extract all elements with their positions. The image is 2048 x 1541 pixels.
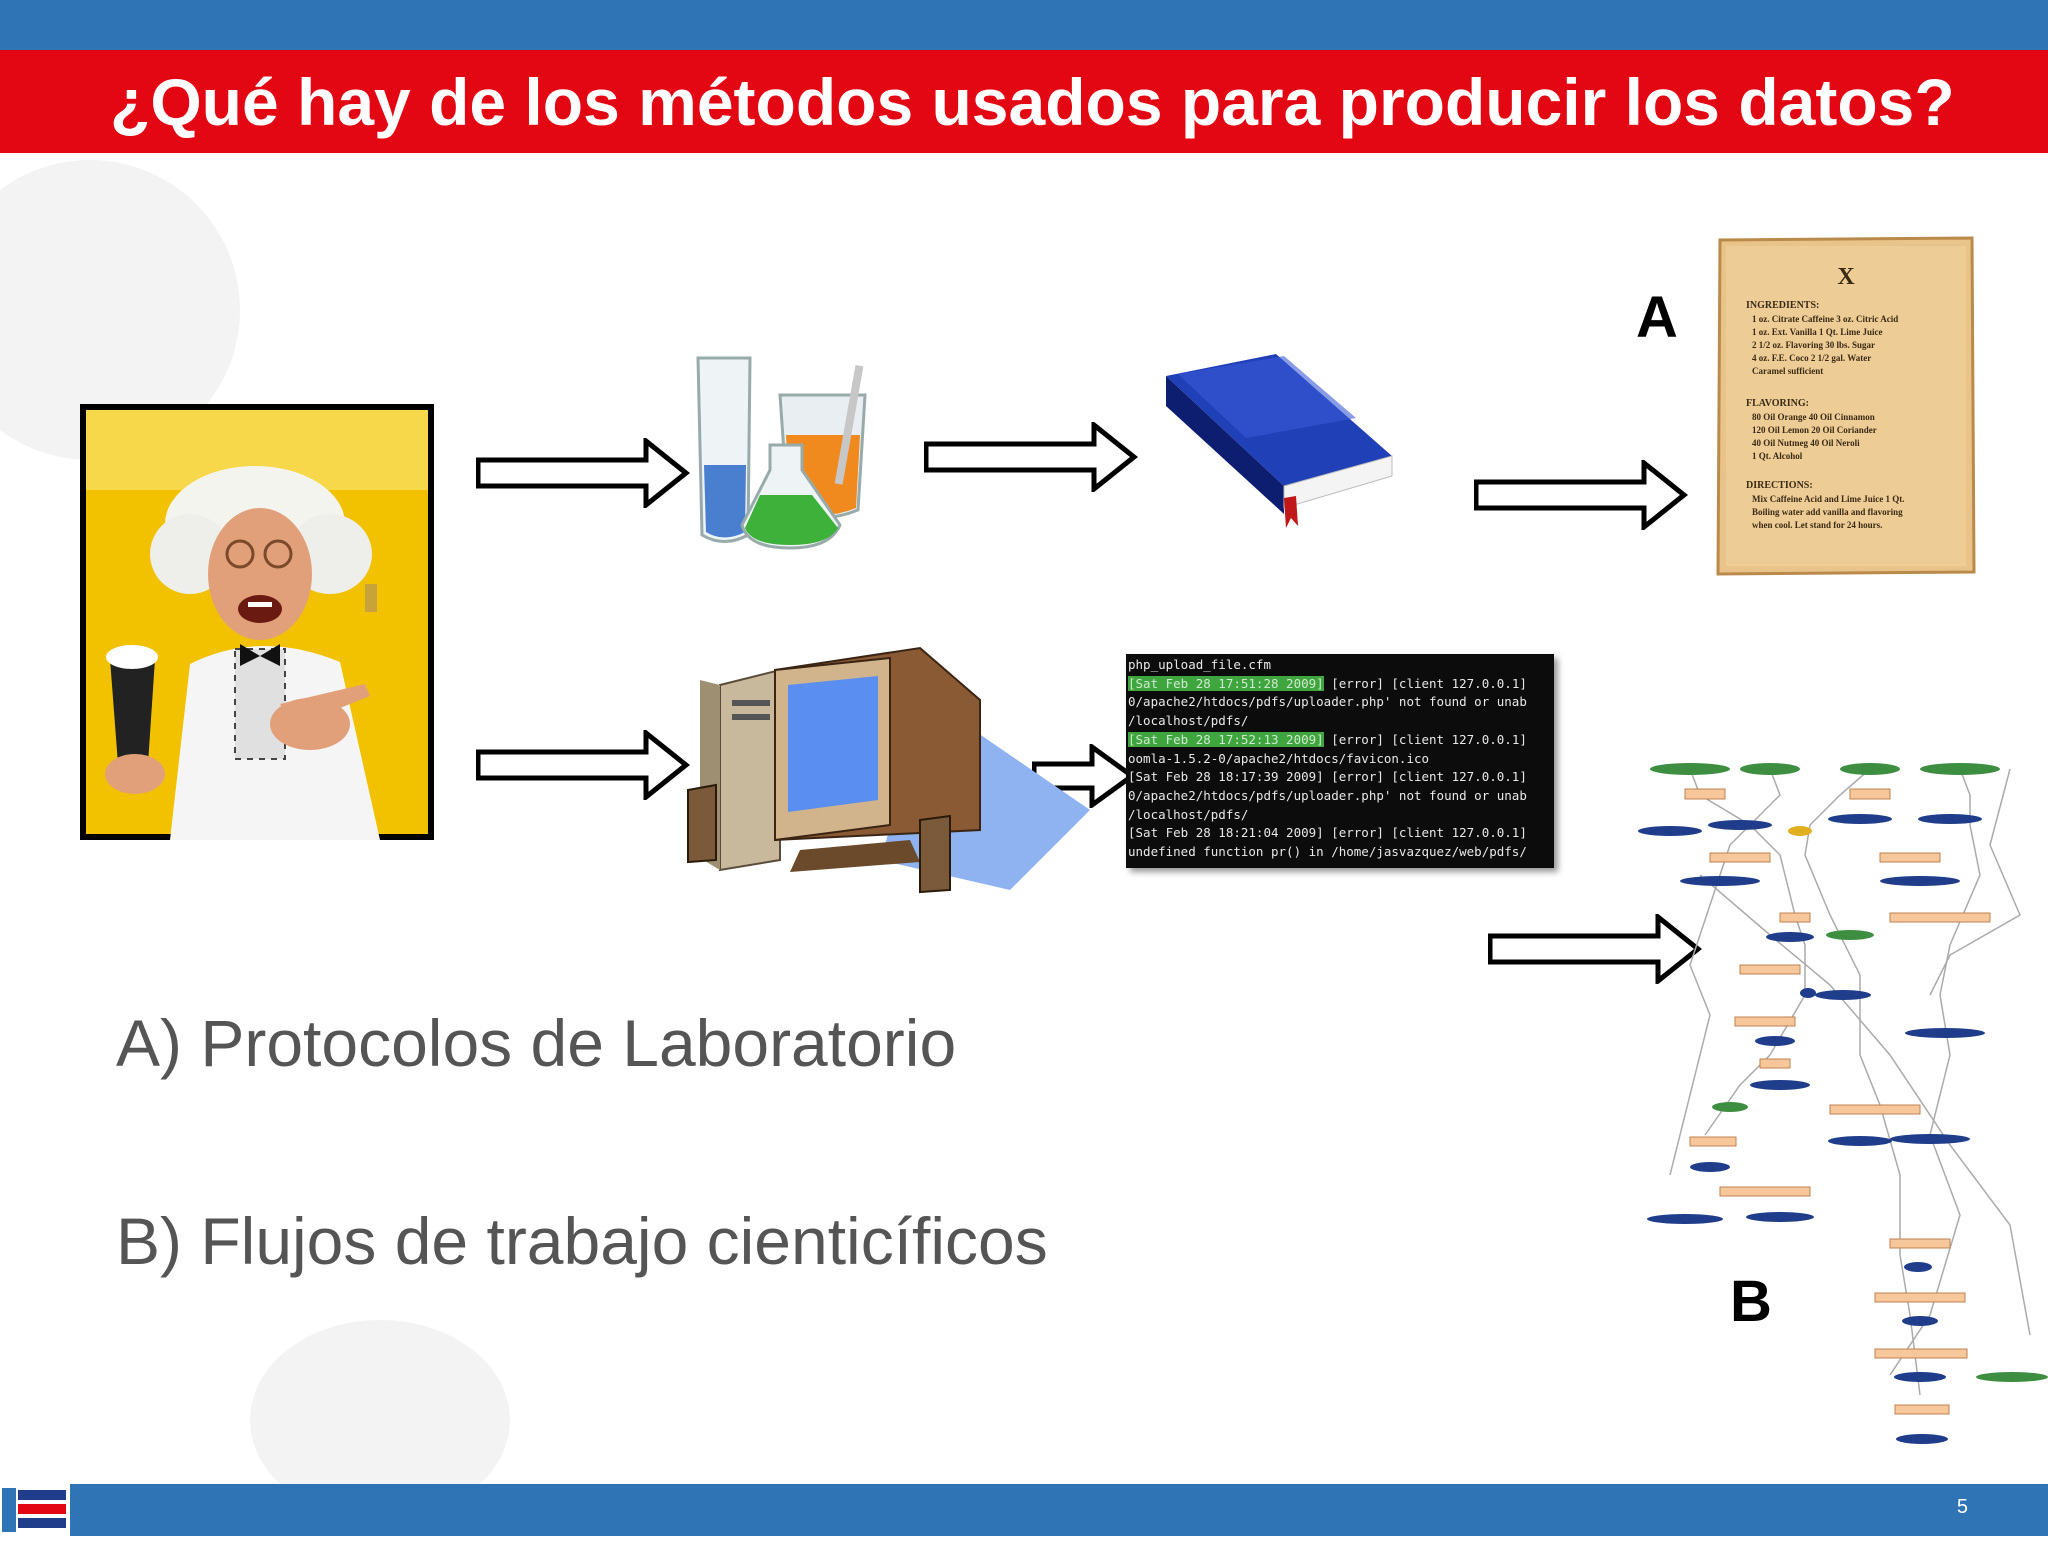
lab-glassware-icon xyxy=(696,356,867,550)
arrow-right-icon xyxy=(1488,914,1702,984)
terminal-line: 0/apache2/htdocs/pdfs/uploader.php' not … xyxy=(1128,787,1527,803)
recipe-heading: X xyxy=(1837,264,1855,290)
terminal-log: php_upload_file.cfm [Sat Feb 28 17:51:28… xyxy=(1126,654,1554,868)
terminal-line: [Sat Feb 28 17:52:13 2009] [error] [clie… xyxy=(1128,731,1527,747)
footer-bar xyxy=(0,1484,2048,1536)
recipe-line: 1 Qt. Alcohol xyxy=(1752,451,1803,461)
recipe-line: 4 oz. F.E. Coco 2 1/2 gal. Water xyxy=(1752,353,1871,363)
label-b: B xyxy=(1730,1269,1772,1334)
arrow-right-icon xyxy=(476,438,690,508)
recipe-line: 120 Oil Lemon 20 Oil Coriander xyxy=(1752,425,1877,435)
recipe-line: 1 oz. Citrate Caffeine 3 oz. Citric Acid xyxy=(1752,314,1898,324)
recipe-line: Mix Caffeine Acid and Lime Juice 1 Qt. xyxy=(1752,494,1905,504)
recipe-flavoring-title: FLAVORING: xyxy=(1746,398,1809,409)
terminal-line: php_upload_file.cfm xyxy=(1128,657,1271,672)
recipe-line: when cool. Let stand for 24 hours. xyxy=(1752,520,1882,530)
recipe-line: Boiling water add vanilla and flavoring xyxy=(1752,507,1903,517)
recipe-line: 40 Oil Nutmeg 40 Oil Neroli xyxy=(1752,438,1860,448)
bullet-item: A) Protocolos de Laboratorio xyxy=(116,1006,957,1080)
top-bar xyxy=(0,0,2048,50)
arrow-right-icon xyxy=(476,730,690,800)
terminal-line: oomla-1.5.2-0/apache2/htdocs/favicon.ico xyxy=(1128,750,1430,766)
recipe-line: Caramel sufficient xyxy=(1752,366,1823,376)
computer-icon xyxy=(687,646,1090,894)
recipe-scroll: X INGREDIENTS: 1 oz. Citrate Caffeine 3 … xyxy=(1716,236,1976,576)
terminal-line: 0/apache2/htdocs/pdfs/uploader.php' not … xyxy=(1128,694,1527,710)
scientist-photo xyxy=(80,404,434,840)
recipe-ingredients-title: INGREDIENTS: xyxy=(1746,300,1819,311)
slide-title: ¿Qué hay de los métodos usados para prod… xyxy=(110,65,1955,139)
recipe-line: 80 Oil Orange 40 Oil Cinnamon xyxy=(1752,412,1875,422)
recipe-line: 1 oz. Ext. Vanilla 1 Qt. Lime Juice xyxy=(1752,327,1883,337)
recipe-line: 2 1/2 oz. Flavoring 30 lbs. Sugar xyxy=(1752,340,1875,350)
title-bar xyxy=(0,50,2048,153)
terminal-line: /localhost/pdfs/ xyxy=(1128,713,1249,729)
terminal-line: [Sat Feb 28 18:17:39 2009] [error] [clie… xyxy=(1128,769,1527,785)
arrow-right-icon xyxy=(924,422,1138,492)
recipe-directions-title: DIRECTIONS: xyxy=(1746,480,1813,491)
workflow-graph xyxy=(1638,763,2048,1444)
terminal-line: undefined function pr() in /home/jasvazq… xyxy=(1128,844,1527,860)
logo xyxy=(0,1484,70,1536)
bullet-item: B) Flujos de trabajo cienticíficos xyxy=(116,1204,1048,1278)
terminal-line: [Sat Feb 28 18:21:04 2009] [error] [clie… xyxy=(1128,825,1527,841)
arrow-right-icon xyxy=(1474,460,1688,530)
terminal-line: /localhost/pdfs/ xyxy=(1128,806,1249,822)
book-icon xyxy=(1166,354,1393,528)
terminal-line: [Sat Feb 28 17:51:28 2009] [error] [clie… xyxy=(1128,675,1527,691)
label-a: A xyxy=(1636,285,1678,350)
page-number: 5 xyxy=(1956,1496,1968,1518)
workflow-nodes xyxy=(1638,763,2048,1444)
